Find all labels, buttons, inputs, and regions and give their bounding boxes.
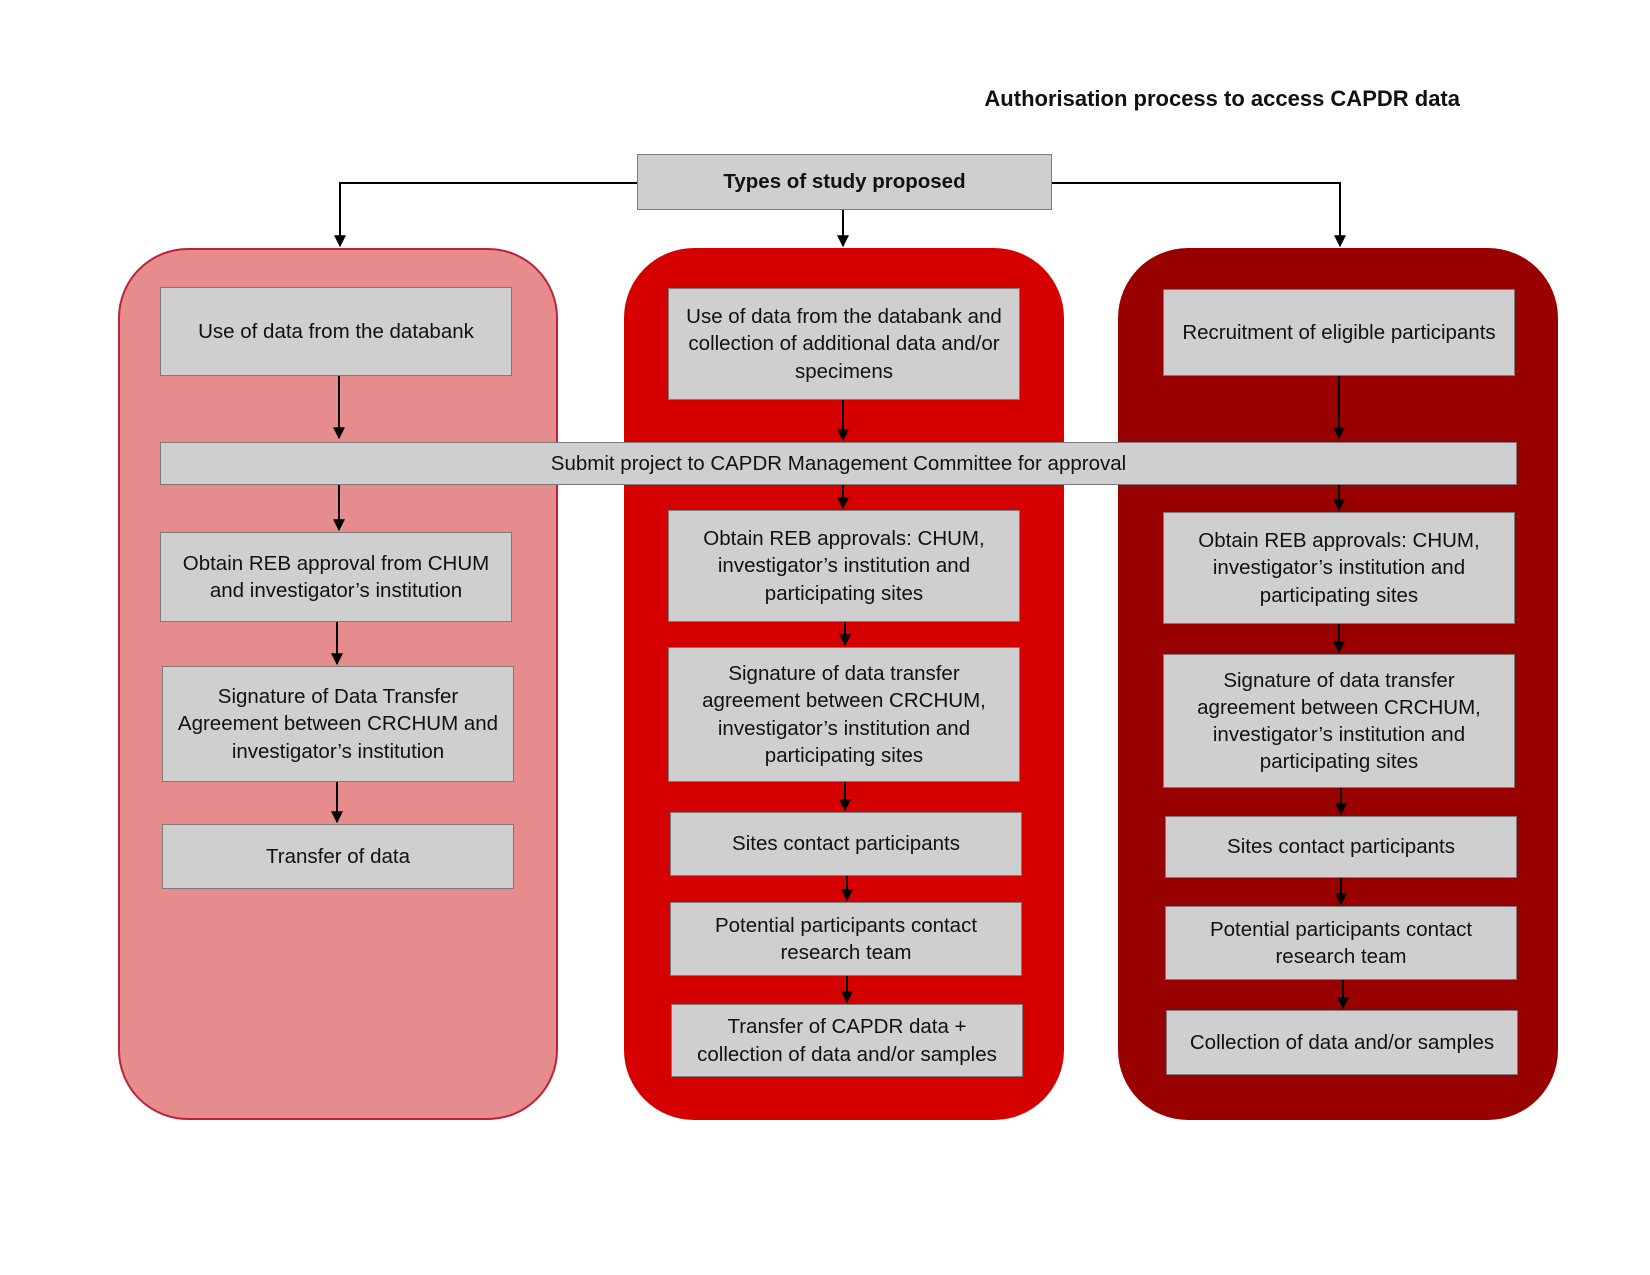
center-step-1: Use of data from the databank and collec… <box>668 288 1020 400</box>
right-step-3: Signature of data transfer agreement bet… <box>1163 654 1515 788</box>
right-step-5: Potential participants contact research … <box>1165 906 1517 980</box>
study-types-header: Types of study proposed <box>637 154 1052 210</box>
center-step-2: Obtain REB approvals: CHUM, investigator… <box>668 510 1020 622</box>
right-step-1: Recruitment of eligible participants <box>1163 289 1515 376</box>
shared-step-submit: Submit project to CAPDR Management Commi… <box>160 442 1517 485</box>
left-step-3: Signature of Data Transfer Agreement bet… <box>162 666 514 782</box>
left-step-4: Transfer of data <box>162 824 514 889</box>
left-step-2: Obtain REB approval from CHUM and invest… <box>160 532 512 622</box>
right-step-2: Obtain REB approvals: CHUM, investigator… <box>1163 512 1515 624</box>
center-step-3: Signature of data transfer agreement bet… <box>668 647 1020 782</box>
center-step-4: Sites contact participants <box>670 812 1022 876</box>
right-step-4: Sites contact participants <box>1165 816 1517 878</box>
left-step-1: Use of data from the databank <box>160 287 512 376</box>
right-step-6: Collection of data and/or samples <box>1166 1010 1518 1075</box>
diagram-title: Authorisation process to access CAPDR da… <box>984 86 1460 111</box>
center-step-6: Transfer of CAPDR data + collection of d… <box>671 1004 1023 1077</box>
center-step-5: Potential participants contact research … <box>670 902 1022 976</box>
